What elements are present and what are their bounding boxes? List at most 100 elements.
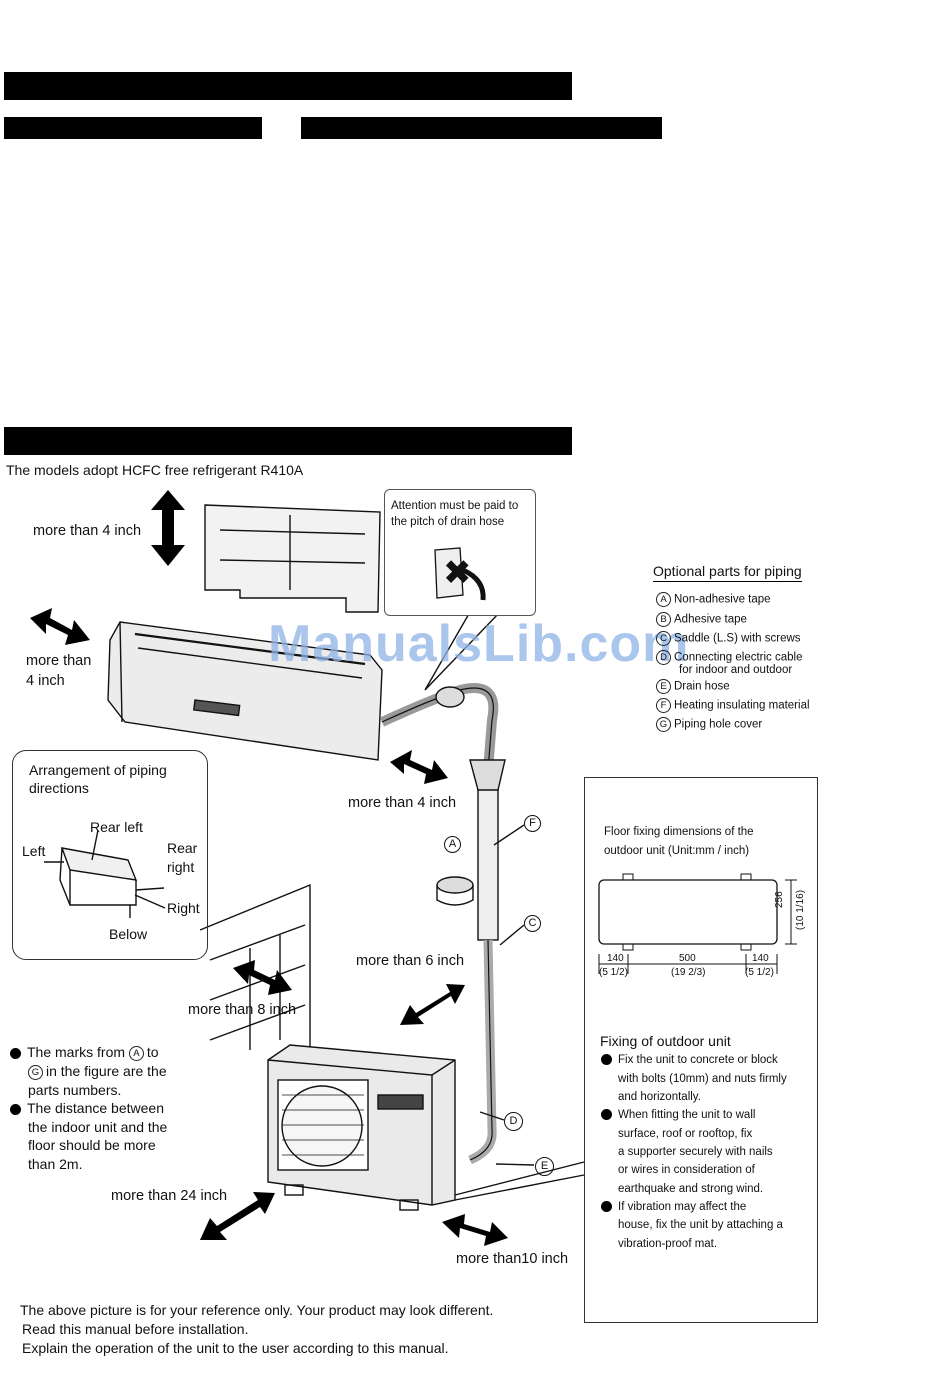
outdoor-info-box: Floor fixing dimensions of the outdoor u… bbox=[584, 777, 818, 1323]
dim-mid: 500 bbox=[679, 953, 696, 964]
intro-text: The models adopt HCFC free refrigerant R… bbox=[6, 462, 304, 478]
part-item-d-cont: for indoor and outdoor bbox=[679, 664, 793, 676]
piping-arrangement-box: Arrangement of piping directions Rear le… bbox=[12, 750, 208, 960]
part-mark-e: E bbox=[656, 679, 671, 694]
clearance-top: more than 4 inch bbox=[33, 523, 142, 539]
fixing-b1-l1: Fix the unit to concrete or block bbox=[601, 1054, 778, 1067]
header-bar-right bbox=[301, 117, 662, 139]
optional-parts-title: Optional parts for piping bbox=[653, 563, 802, 583]
arrangement-right: Right bbox=[167, 900, 200, 916]
arrangement-title-2: directions bbox=[29, 780, 89, 796]
dim-right: 140 bbox=[752, 953, 769, 964]
fixing-b2-l5: earthquake and strong wind. bbox=[618, 1183, 764, 1195]
arrangement-rear-right-2: right bbox=[167, 859, 195, 875]
note-distance-1-text: The distance between bbox=[27, 1100, 164, 1116]
watermark: ManualsLib.com bbox=[268, 615, 690, 673]
bullet-icon bbox=[601, 1054, 612, 1066]
dim-left: 140 bbox=[607, 953, 624, 964]
footer-line-2: Read this manual before installation. bbox=[22, 1321, 249, 1337]
arrangement-below: Below bbox=[109, 926, 148, 942]
bullet-icon bbox=[10, 1047, 21, 1059]
note-mark-g: G bbox=[28, 1064, 43, 1080]
part-label-c: Saddle (L.S) with screws bbox=[674, 632, 801, 645]
fixing-b3-l3: vibration-proof mat. bbox=[618, 1238, 718, 1250]
arrangement-rear-left: Rear left bbox=[90, 819, 143, 835]
floor-fixing-diagram bbox=[598, 873, 797, 974]
arrangement-title-1: Arrangement of piping bbox=[29, 762, 167, 778]
marker-d: D bbox=[504, 1112, 523, 1131]
clearance-left-1: more than bbox=[26, 653, 92, 669]
fixing-b2-l3: a supporter securely with nails bbox=[618, 1146, 773, 1158]
part-mark-d: D bbox=[656, 650, 671, 665]
fixing-b3-l1: If vibration may affect the bbox=[601, 1201, 746, 1214]
clearance-outdoor-right: more than10 inch bbox=[456, 1251, 569, 1267]
prohibited-x-icon: ✖ bbox=[443, 554, 472, 592]
fixing-b2-l1: When fitting the unit to wall bbox=[601, 1109, 755, 1122]
part-label-f: Heating insulating material bbox=[674, 699, 810, 712]
note-mark-a: A bbox=[128, 1045, 144, 1061]
header-bar-top bbox=[4, 72, 572, 100]
dim-height: 256 bbox=[774, 891, 785, 908]
note-marks-2b: in the figure are the bbox=[46, 1063, 167, 1079]
marker-c: C bbox=[524, 915, 541, 932]
fixing-b3-l1-text: If vibration may affect the bbox=[618, 1201, 747, 1213]
part-mark-f: F bbox=[656, 698, 671, 713]
part-label-b: Adhesive tape bbox=[674, 613, 747, 626]
dim-height-in: (10 1/16) bbox=[795, 889, 806, 930]
fixing-outdoor-title: Fixing of outdoor unit bbox=[600, 1033, 731, 1049]
part-mark-b: B bbox=[656, 612, 671, 627]
marker-f: F bbox=[524, 815, 541, 832]
part-mark-a: A bbox=[656, 592, 671, 607]
marker-a: A bbox=[444, 836, 461, 853]
clearance-outdoor-back: more than 6 inch bbox=[356, 953, 465, 969]
bullet-icon bbox=[601, 1109, 612, 1121]
part-label-a: Non-adhesive tape bbox=[674, 593, 771, 606]
note-distance-4: than 2m. bbox=[28, 1156, 83, 1172]
fixing-b1-l3: and horizontally. bbox=[618, 1091, 701, 1103]
arrangement-rear-right-1: Rear bbox=[167, 840, 198, 856]
note-marks-1a: The marks from bbox=[27, 1044, 126, 1060]
clearance-left-2: 4 inch bbox=[26, 673, 65, 689]
fixing-b1-l2: with bolts (10mm) and nuts firmly bbox=[618, 1073, 787, 1085]
clearance-outdoor-front: more than 24 inch bbox=[111, 1188, 228, 1204]
dim-mid-in: (19 2/3) bbox=[671, 967, 706, 978]
note-marks-3: parts numbers. bbox=[28, 1082, 122, 1098]
bullet-icon bbox=[601, 1201, 612, 1213]
bullet-icon bbox=[10, 1103, 21, 1115]
clearance-right-indoor: more than 4 inch bbox=[348, 795, 457, 811]
part-label-d: Connecting electric cable bbox=[674, 651, 803, 664]
drain-hose-sketch bbox=[434, 547, 486, 601]
footer-line-3: Explain the operation of the unit to the… bbox=[22, 1340, 449, 1356]
header-bar-left bbox=[4, 117, 262, 139]
fixing-b2-l1-text: When fitting the unit to wall bbox=[618, 1109, 756, 1121]
dim-right-in: (5 1/2) bbox=[745, 967, 774, 978]
fixing-b1-l1-text: Fix the unit to concrete or block bbox=[618, 1054, 778, 1066]
dim-left-in: (5 1/2) bbox=[599, 967, 628, 978]
fixing-b2-l2: surface, roof or rooftop, fix bbox=[618, 1128, 753, 1140]
part-mark-c: C bbox=[656, 631, 671, 646]
part-mark-g: G bbox=[656, 717, 671, 732]
arrangement-left: Left bbox=[22, 843, 46, 859]
note-distance-1: The distance between bbox=[10, 1100, 164, 1116]
note-distance-2: the indoor unit and the bbox=[28, 1119, 168, 1135]
marker-e: E bbox=[535, 1157, 554, 1176]
note-distance-3: floor should be more bbox=[28, 1137, 156, 1153]
section-bar bbox=[4, 427, 572, 455]
callout-text-1: Attention must be paid to bbox=[391, 500, 519, 512]
fixing-b2-l4: or wires in consideration of bbox=[618, 1164, 755, 1176]
floor-fixing-title-1: Floor fixing dimensions of the bbox=[604, 826, 754, 838]
part-label-e: Drain hose bbox=[674, 680, 730, 693]
clearance-outdoor-wall: more than 8 inch bbox=[188, 1002, 297, 1018]
fixing-b3-l2: house, fix the unit by attaching a bbox=[618, 1219, 783, 1231]
callout-text-2: the pitch of drain hose bbox=[391, 516, 505, 528]
